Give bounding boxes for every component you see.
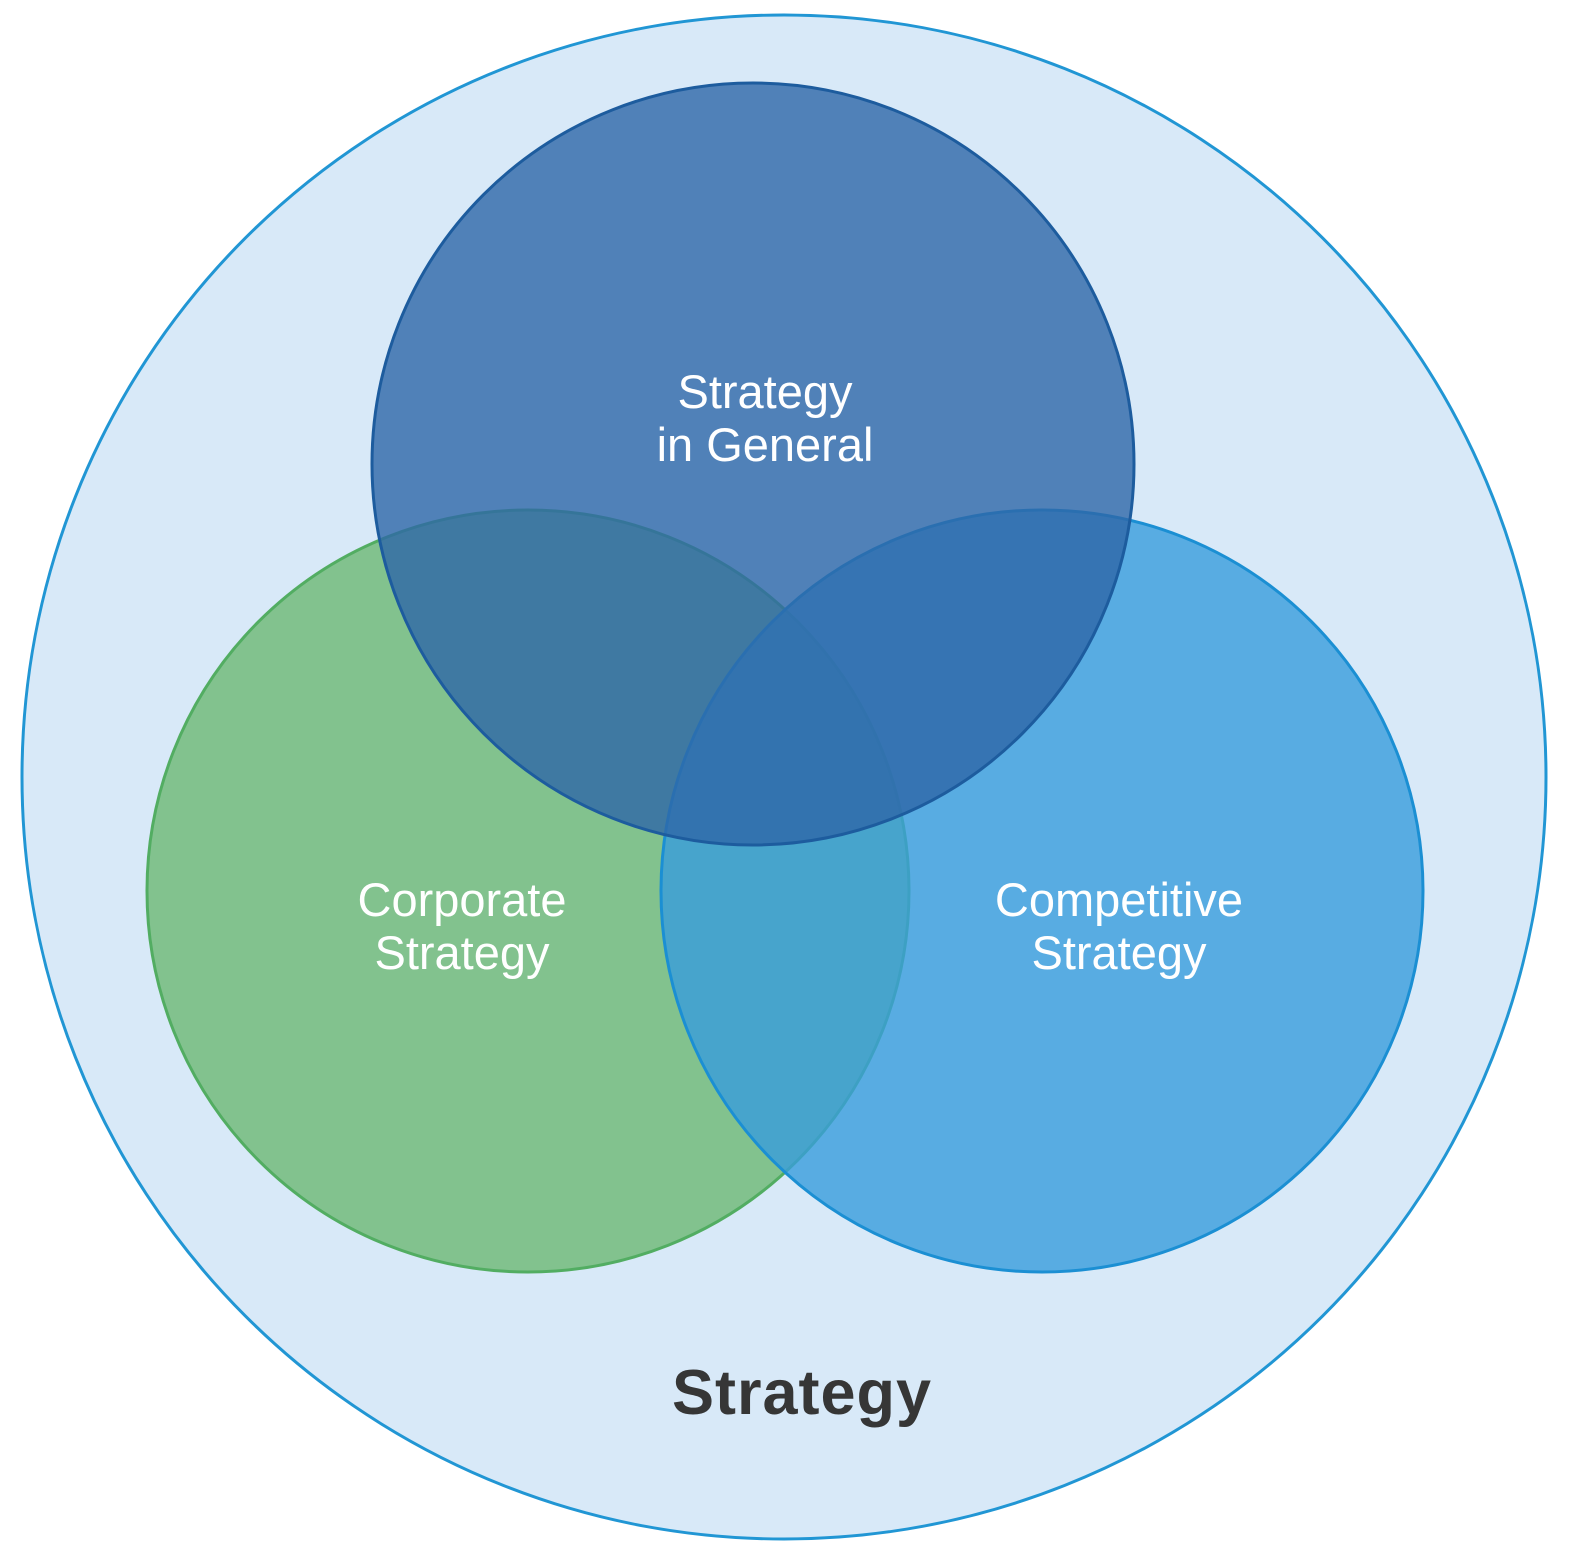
label-line-1: Competitive bbox=[994, 872, 1244, 926]
label-strategy-title: Strategy bbox=[671, 1358, 933, 1428]
label-line-1: Strategy bbox=[677, 364, 853, 418]
label-strategy-in-general: Strategy in General bbox=[657, 365, 874, 471]
label-line-2: Strategy bbox=[374, 926, 550, 979]
general-strategy-circle bbox=[370, 81, 1136, 847]
label-competitive-strategy: Competitive Strategy bbox=[995, 873, 1243, 979]
label-line-1: Corporate bbox=[357, 872, 567, 926]
label-line-2: Strategy bbox=[1031, 926, 1207, 979]
label-line-2: in General bbox=[656, 418, 874, 471]
label-corporate-strategy: Corporate Strategy bbox=[358, 873, 567, 979]
